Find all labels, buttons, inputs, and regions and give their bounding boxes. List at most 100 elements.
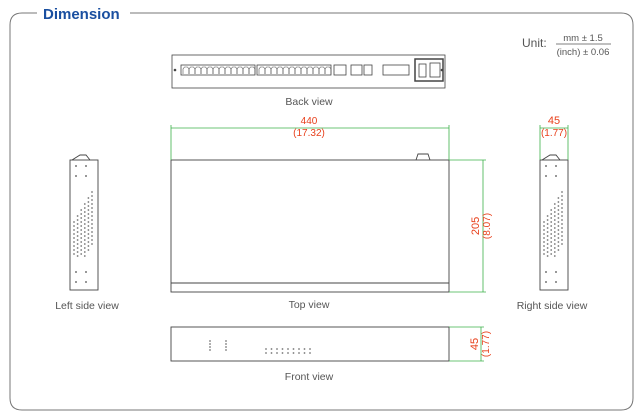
vent-hole-icon	[561, 243, 563, 245]
vent-hole-icon	[91, 199, 93, 201]
vent-hole-icon	[91, 219, 93, 221]
vent-hole-icon	[553, 223, 556, 225]
vent-hole-icon	[561, 215, 563, 217]
vent-hole-icon	[543, 253, 545, 255]
vent-hole-icon	[73, 225, 75, 227]
vent-hole-icon	[91, 207, 93, 209]
mount-hole-icon	[75, 281, 77, 283]
vent-hole-icon	[553, 243, 556, 245]
led-icon	[292, 352, 295, 354]
right-side-view-label: Right side view	[517, 300, 588, 312]
vent-hole-icon	[557, 197, 560, 199]
vent-hole-icon	[561, 227, 563, 229]
vent-hole-icon	[543, 249, 545, 251]
vent-hole-icon	[91, 203, 93, 205]
rj45-port-icon	[218, 66, 226, 74]
vent-hole-icon	[87, 241, 90, 243]
vent-hole-icon	[91, 191, 93, 193]
width-inch: (17.32)	[293, 128, 325, 139]
vent-hole-icon	[80, 229, 83, 231]
vent-hole-icon	[543, 221, 545, 223]
vent-hole-icon	[83, 211, 86, 213]
vent-hole-icon	[557, 213, 560, 215]
vent-hole-icon	[91, 195, 93, 197]
led-icon	[225, 346, 227, 348]
mount-hole-icon	[555, 281, 557, 283]
vent-hole-icon	[546, 223, 549, 225]
vent-hole-icon	[561, 219, 563, 221]
led-icon	[281, 352, 284, 354]
led-icon	[225, 349, 227, 351]
vent-hole-icon	[553, 255, 556, 257]
front-height-inch: (1.77)	[481, 331, 492, 357]
rj45-port-icon	[318, 66, 326, 74]
vent-hole-icon	[80, 253, 83, 255]
vent-hole-icon	[557, 209, 560, 211]
vent-hole-icon	[91, 227, 93, 229]
vent-hole-icon	[73, 249, 75, 251]
vent-hole-icon	[550, 249, 553, 251]
led-icon	[209, 343, 211, 345]
vent-hole-icon	[73, 233, 75, 235]
rj45-port-icon	[230, 66, 238, 74]
led-icon	[209, 349, 211, 351]
vent-hole-icon	[76, 215, 79, 217]
rj45-port-icon	[288, 66, 296, 74]
vent-hole-icon	[73, 229, 75, 231]
vent-hole-icon	[83, 239, 86, 241]
vent-hole-icon	[543, 233, 545, 235]
vent-hole-icon	[561, 195, 563, 197]
vent-hole-icon	[557, 201, 560, 203]
vent-hole-icon	[546, 227, 549, 229]
led-icon	[303, 352, 306, 354]
vent-hole-icon	[80, 245, 83, 247]
vent-hole-icon	[561, 199, 563, 201]
vent-hole-icon	[557, 229, 560, 231]
rj45-port-icon	[188, 66, 196, 74]
width-mm: 440	[301, 116, 318, 127]
vent-hole-icon	[87, 245, 90, 247]
vent-hole-icon	[73, 245, 75, 247]
vent-hole-icon	[83, 219, 86, 221]
vent-hole-icon	[80, 249, 83, 251]
vent-hole-icon	[87, 233, 90, 235]
led-icon	[298, 352, 300, 354]
vent-hole-icon	[80, 209, 83, 211]
vent-hole-icon	[543, 225, 545, 227]
vent-hole-icon	[557, 241, 560, 243]
vent-hole-icon	[87, 201, 90, 203]
vent-hole-icon	[553, 215, 556, 217]
led-icon	[209, 340, 211, 342]
vent-hole-icon	[561, 223, 563, 225]
vent-hole-icon	[557, 205, 560, 207]
vent-hole-icon	[550, 229, 553, 231]
rj45-port-icon	[182, 66, 190, 74]
vent-hole-icon	[83, 231, 86, 233]
mount-hole-icon	[545, 271, 547, 273]
vent-hole-icon	[91, 243, 93, 245]
mount-hole-icon	[555, 271, 557, 273]
rj45-port-icon	[258, 66, 266, 74]
mount-hole-icon	[545, 165, 547, 167]
unit-numerator: mm ± 1.5	[563, 33, 603, 44]
vent-hole-icon	[83, 223, 86, 225]
vent-hole-icon	[76, 247, 79, 249]
vent-hole-icon	[553, 219, 556, 221]
vent-hole-icon	[83, 255, 86, 257]
vent-hole-icon	[80, 225, 83, 227]
mount-hole-icon	[75, 175, 77, 177]
led-icon	[281, 348, 284, 350]
right-vent-holes	[543, 165, 563, 283]
vent-hole-icon	[553, 207, 556, 209]
vent-hole-icon	[550, 253, 553, 255]
rj45-port-icon	[270, 66, 278, 74]
vent-hole-icon	[87, 209, 90, 211]
front-height-mm: 45	[469, 338, 481, 350]
vent-hole-icon	[76, 235, 79, 237]
mount-hole-icon	[75, 271, 77, 273]
vent-hole-icon	[550, 209, 553, 211]
led-icon	[225, 340, 227, 342]
vent-hole-icon	[561, 211, 563, 213]
vent-hole-icon	[553, 203, 556, 205]
